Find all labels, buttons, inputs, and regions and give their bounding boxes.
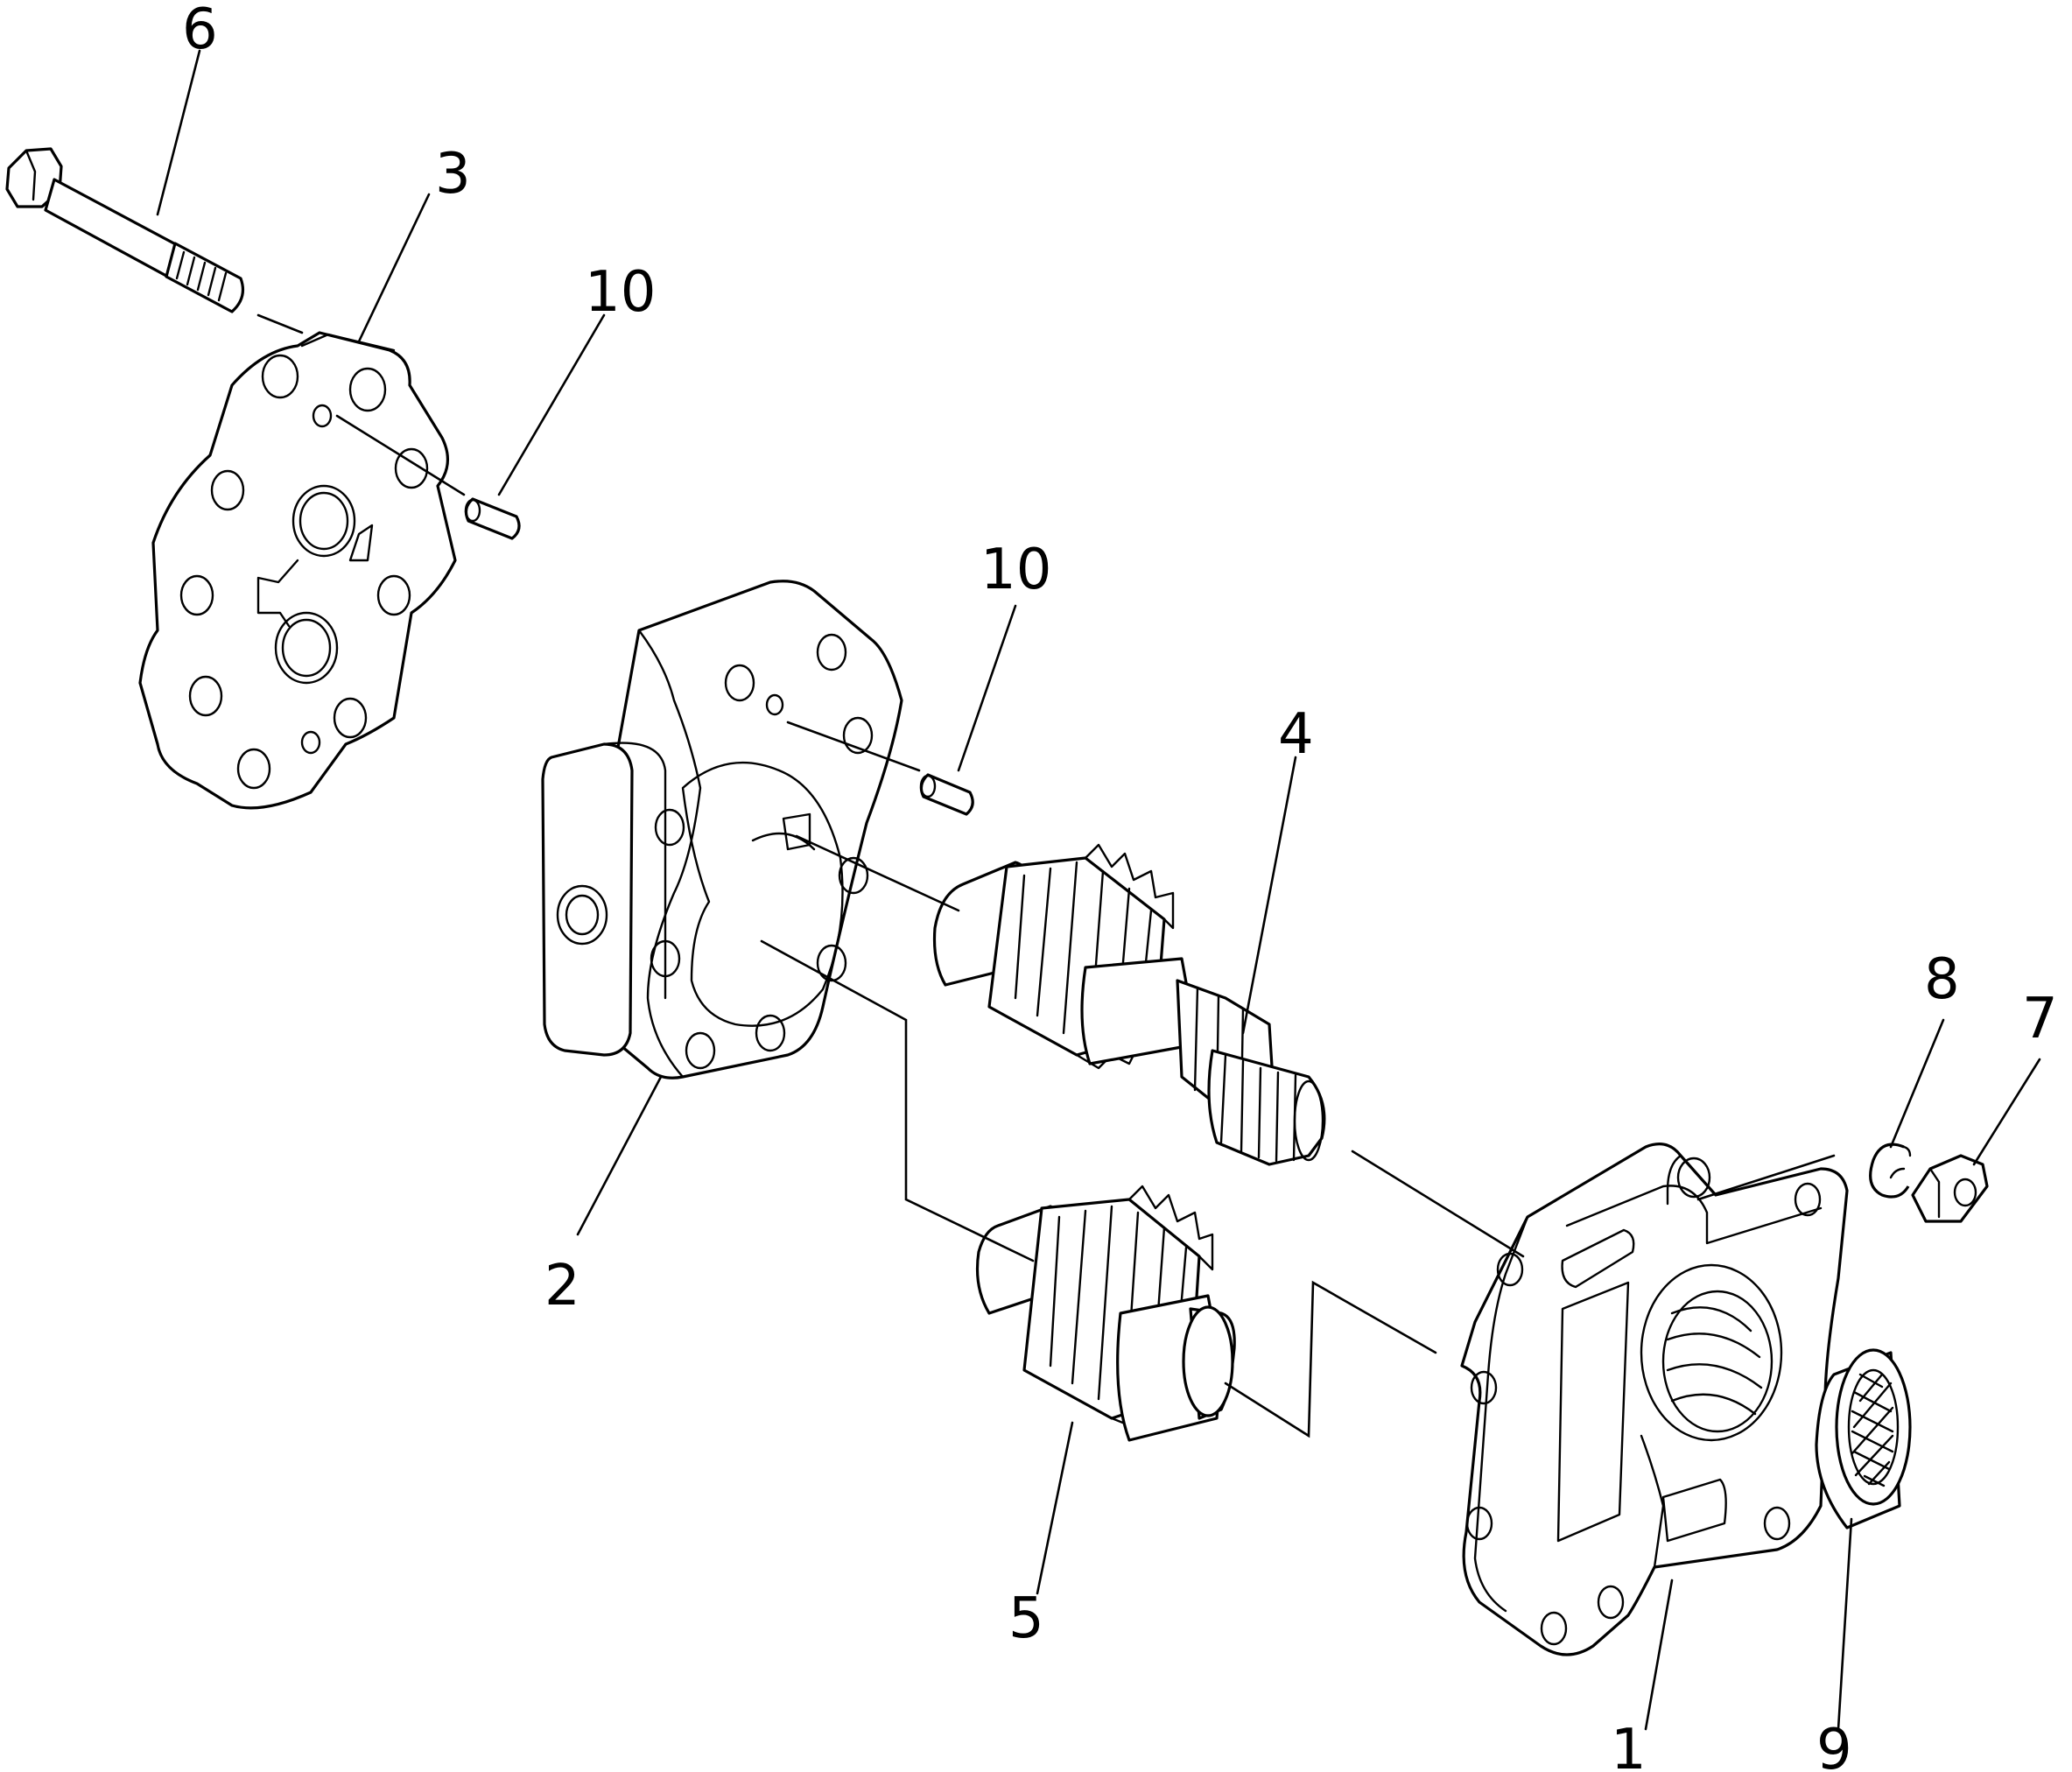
- callout-7: 7: [2022, 987, 2058, 1051]
- part-9-oil-seal: [1815, 1348, 1912, 1529]
- callout-labels: 6 3 10 10 4 2 5 1 9 8 7: [182, 0, 2058, 1772]
- part-7-nut: [1911, 1154, 1989, 1223]
- callout-5: 5: [1008, 1586, 1044, 1651]
- callout-6: 6: [182, 0, 218, 62]
- callout-4: 4: [1278, 702, 1314, 767]
- part-10-dowel-pin-middle: [919, 773, 974, 816]
- part-6-bolt: [5, 147, 244, 313]
- callout-10-middle: 10: [980, 538, 1051, 602]
- callout-leaders: [156, 49, 2041, 1731]
- callout-2: 2: [544, 1254, 580, 1318]
- part-2-pump-body: [541, 580, 903, 1079]
- assembly-centerlines: [256, 313, 1836, 1438]
- callout-10-upper: 10: [585, 260, 656, 325]
- part-10-dowel-pin-upper: [464, 497, 521, 540]
- part-5-driven-gear: [975, 1185, 1236, 1442]
- callout-8: 8: [1924, 947, 1960, 1012]
- part-4-drive-gear-shaft: [932, 843, 1326, 1166]
- callout-1: 1: [1611, 1718, 1647, 1772]
- callout-9: 9: [1816, 1718, 1852, 1772]
- part-8-washer: [1869, 1143, 1912, 1199]
- callout-3: 3: [435, 142, 471, 207]
- part-1-front-cover: [1460, 1143, 1849, 1656]
- part-3-cover-plate: [138, 331, 457, 810]
